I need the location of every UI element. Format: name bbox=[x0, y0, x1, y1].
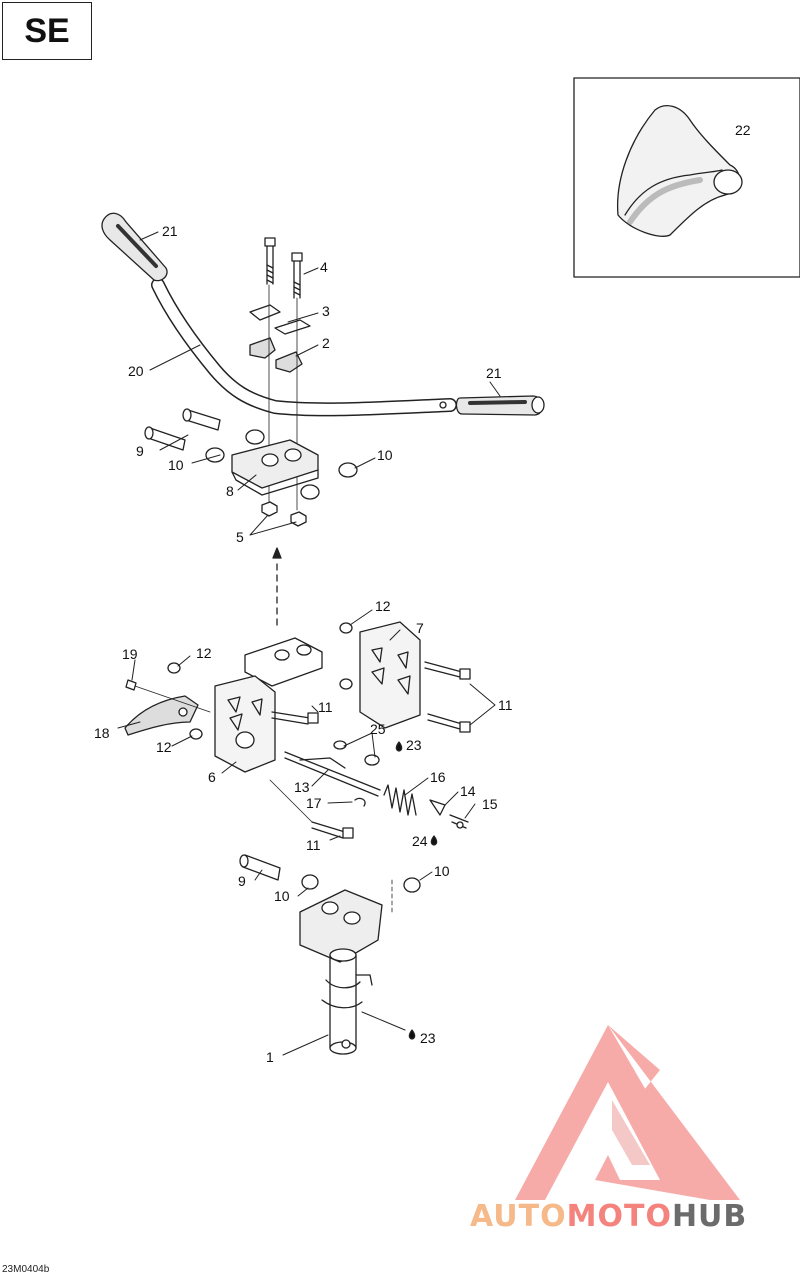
callout-8: 8 bbox=[226, 483, 234, 499]
callout-24: 24 bbox=[412, 833, 428, 849]
bolt-upper-left bbox=[264, 237, 276, 285]
bushings-lower bbox=[239, 854, 421, 916]
watermark-logo bbox=[515, 1025, 740, 1200]
callout-25: 25 bbox=[370, 721, 386, 737]
lever-18 bbox=[124, 679, 211, 736]
callout-23-lower: 23 bbox=[420, 1030, 436, 1046]
figure-code: 23M0404b bbox=[2, 1264, 50, 1275]
callout-12-left-bottom: 12 bbox=[156, 739, 172, 755]
lubricant-drop-icon bbox=[395, 741, 438, 1040]
callout-7: 7 bbox=[416, 620, 424, 636]
watermark-word-auto: AUTO bbox=[470, 1199, 567, 1234]
callout-10-upper-left: 10 bbox=[168, 457, 184, 473]
callout-12-top: 12 bbox=[375, 598, 391, 614]
callout-11-center: 11 bbox=[318, 699, 333, 715]
callout-19: 19 bbox=[122, 646, 138, 662]
section-badge: SE bbox=[2, 2, 92, 60]
grip-left-part bbox=[101, 212, 168, 282]
callout-6: 6 bbox=[208, 769, 216, 785]
callout-3: 3 bbox=[322, 303, 330, 319]
small-parts bbox=[333, 740, 469, 829]
side-plate-right bbox=[339, 621, 421, 729]
callout-16: 16 bbox=[430, 769, 446, 785]
watermark-text: AUTOMOTOHUB bbox=[470, 1199, 747, 1234]
handlebar-part bbox=[151, 278, 457, 417]
callout-14: 14 bbox=[460, 783, 476, 799]
callout-11-lower: 11 bbox=[306, 837, 321, 853]
bolt-upper-right bbox=[291, 252, 303, 299]
callout-2: 2 bbox=[322, 335, 330, 351]
steering-column bbox=[299, 889, 383, 1055]
callout-22: 22 bbox=[735, 122, 751, 138]
nuts-5 bbox=[261, 501, 307, 527]
callout-18: 18 bbox=[94, 725, 110, 741]
callout-9-upper: 9 bbox=[136, 443, 144, 459]
callout-23-upper: 23 bbox=[406, 737, 422, 753]
riser-upper-block bbox=[231, 439, 319, 496]
callout-15: 15 bbox=[482, 796, 498, 812]
watermark-word-moto: MOTO bbox=[567, 1199, 672, 1234]
callout-12-left-top: 12 bbox=[196, 645, 212, 661]
callout-17: 17 bbox=[306, 795, 322, 811]
shaft-13 bbox=[284, 751, 381, 797]
grip-right-part bbox=[455, 395, 545, 416]
callout-10-upper-right: 10 bbox=[377, 447, 393, 463]
spring-16 bbox=[383, 784, 417, 816]
riser-lower-block-ghost bbox=[244, 637, 323, 687]
callout-9-lower: 9 bbox=[238, 873, 246, 889]
bushing-9-upper bbox=[144, 408, 221, 451]
side-plate-left bbox=[167, 662, 276, 773]
callout-5: 5 bbox=[236, 529, 244, 545]
callout-10-lower-left: 10 bbox=[274, 888, 290, 904]
bushings-10-upper bbox=[205, 429, 358, 500]
handlebar-clamp bbox=[249, 337, 303, 373]
grip-cover-part bbox=[616, 105, 743, 237]
callout-11-right: 11 bbox=[498, 697, 513, 713]
callout-21-left: 21 bbox=[162, 223, 178, 239]
plate-upper bbox=[249, 304, 311, 335]
callout-13: 13 bbox=[294, 779, 310, 795]
bolts-11 bbox=[269, 661, 471, 839]
callout-20: 20 bbox=[128, 363, 144, 379]
watermark-word-hub: HUB bbox=[672, 1199, 747, 1234]
callout-1: 1 bbox=[266, 1049, 274, 1065]
callout-4: 4 bbox=[320, 259, 328, 275]
callout-21-right: 21 bbox=[486, 365, 502, 381]
callout-10-lower-right: 10 bbox=[434, 863, 450, 879]
leader-lines bbox=[117, 231, 501, 1056]
